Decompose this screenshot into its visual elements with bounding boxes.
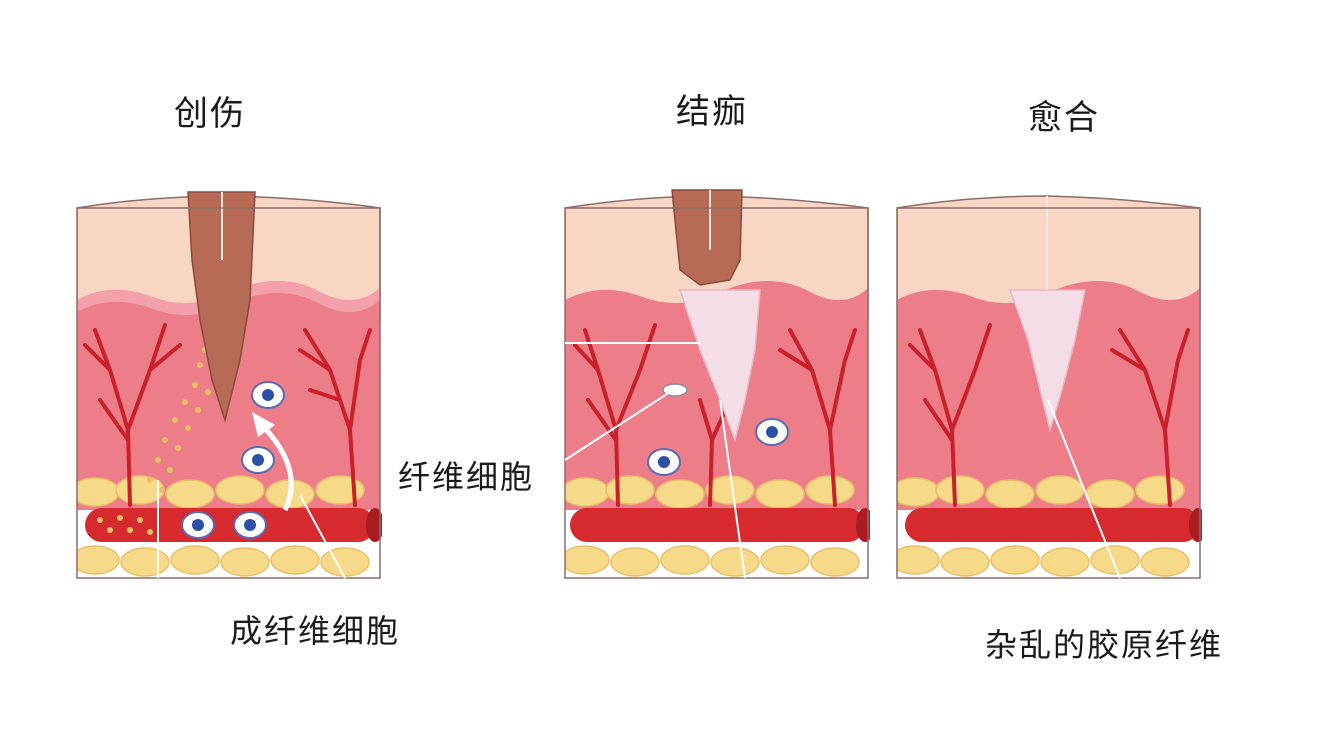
scar-tissue (1008, 289, 1086, 433)
stage-title-wound: 创伤 (174, 94, 246, 134)
callout-line-fibrocyte-3 (719, 399, 746, 579)
callout-collagen: 杂乱的胶原纤维 (985, 626, 1224, 664)
callout-fibrocyte: 纤维细胞 (398, 458, 535, 496)
capillary-left (573, 323, 657, 507)
stage-title-healed: 愈合 (1028, 98, 1100, 138)
blood-vessel (570, 508, 865, 542)
panel-healed (897, 195, 1202, 577)
panel-wound (77, 191, 382, 577)
wound-cleft (187, 191, 256, 423)
blood-vessel (85, 508, 375, 542)
stage-title-scab: 结痂 (676, 92, 748, 132)
capillary-right (778, 328, 857, 507)
platelet-cluster (97, 347, 215, 535)
panel-scab (565, 189, 870, 577)
callout-line-fibrocyte-2 (564, 391, 671, 461)
fibroblast-cells (181, 381, 285, 539)
capillary-left (83, 323, 182, 507)
fat-layer (897, 475, 1190, 577)
scab (671, 189, 743, 286)
migration-arrow (260, 423, 294, 512)
callout-fibroblast: 成纤维细胞 (230, 612, 401, 650)
fibroblast-cells (647, 383, 789, 476)
callout-line-collagen (1047, 399, 1121, 579)
granulation-tissue (678, 289, 761, 443)
capillary-right (1110, 328, 1190, 507)
blood-vessel (905, 508, 1200, 542)
fat-layer (77, 475, 370, 577)
dermis-layer (565, 281, 868, 510)
capillary-left (908, 323, 992, 507)
capillary-right (298, 328, 372, 507)
callout-line-fibroblast-2 (299, 494, 346, 579)
